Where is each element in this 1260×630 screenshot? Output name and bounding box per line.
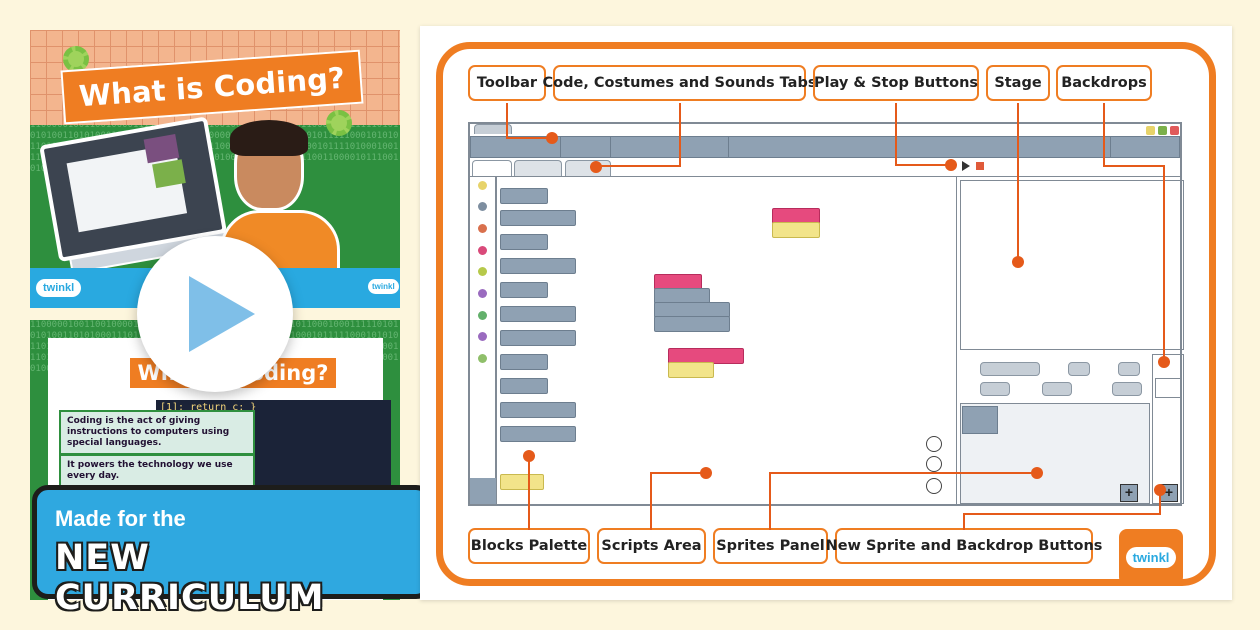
palette-block [500,258,576,274]
label-blocks-palette: Blocks Palette [468,528,590,564]
palette-block [500,402,576,418]
twinkl-logo: twinkl [1119,529,1183,585]
minimize-icon [1146,126,1155,135]
connector-line [679,103,681,167]
gear-icon [326,110,352,136]
fact-box: Coding is the act of giving instructions… [59,410,255,455]
label-toolbar: Toolbar [468,65,546,101]
category-dot [478,181,487,190]
script-block [668,362,714,378]
extension-button [470,478,496,504]
label-tabs: Code, Costumes and Sounds Tabs [543,65,816,101]
stop-icon [976,162,984,170]
badge-line-2: NEW CURRICULUM [55,538,325,618]
play-video-button[interactable] [137,236,293,392]
zoom-reset-icon [926,478,942,494]
palette-block [500,188,548,204]
new-sprite-icon: + [1120,484,1138,502]
zoom-out-icon [926,456,942,472]
connector-line [1103,103,1105,167]
fact-box: It powers the technology we use every da… [59,454,255,488]
palette-block [500,234,548,250]
stage [960,180,1184,350]
badge-line-1: Made for the [55,506,186,531]
category-dot [478,202,487,211]
category-dot [478,224,487,233]
label-new-buttons: New Sprite and Backdrop Buttons [826,528,1102,564]
scratch-interface-diagram[interactable]: Toolbar Code, Costumes and Sounds Tabs P… [420,26,1232,600]
palette-block [500,378,548,394]
green-flag-icon [962,161,970,171]
tab-costumes [514,160,562,176]
category-column [470,177,496,504]
palette-block [500,474,544,490]
label-scripts-area: Scripts Area [597,528,706,564]
palette-block [500,306,576,322]
slide-title: What is Coding? [77,60,347,114]
category-dot [478,354,487,363]
toolbar [470,136,1180,158]
connector-line [963,514,965,530]
category-dot [478,311,487,320]
maximize-icon [1158,126,1167,135]
connector-line [650,473,652,530]
label-backdrops: Backdrops [1056,65,1152,101]
label-sprites-panel: Sprites Panel [713,528,828,564]
tab-sounds [565,160,611,176]
connector-line [528,456,530,530]
script-block [772,222,820,238]
twinkl-logo: twinkl [368,279,399,294]
backdrop-thumbnail [1155,378,1181,398]
tab-code [472,160,512,176]
palette-block [500,426,576,442]
category-dot [478,332,487,341]
title-slide-thumbnail[interactable]: 1100000100110010000111100101010101001000… [30,30,400,308]
close-icon [1170,126,1179,135]
connector-line [895,103,897,166]
script-block [654,316,730,332]
category-dot [478,246,487,255]
palette-block [500,330,576,346]
connector-line [506,103,508,139]
browser-tab [474,124,512,134]
connector-line [769,473,771,530]
palette-block [500,354,548,370]
palette-block [500,282,548,298]
palette-block [500,210,576,226]
sprite-thumbnail [962,406,998,434]
scratch-window: + + [468,122,1184,506]
twinkl-logo: twinkl [36,279,82,297]
diagram-frame [436,42,1216,586]
label-play-stop: Play & Stop Buttons [813,65,979,101]
play-icon [189,276,255,352]
backdrops-panel [1152,354,1184,504]
curriculum-badge: Made for the NEW CURRICULUM [32,485,432,618]
category-dot [478,289,487,298]
connector-line [1017,103,1019,263]
label-stage: Stage [986,65,1050,101]
category-dot [478,267,487,276]
zoom-in-icon [926,436,942,452]
